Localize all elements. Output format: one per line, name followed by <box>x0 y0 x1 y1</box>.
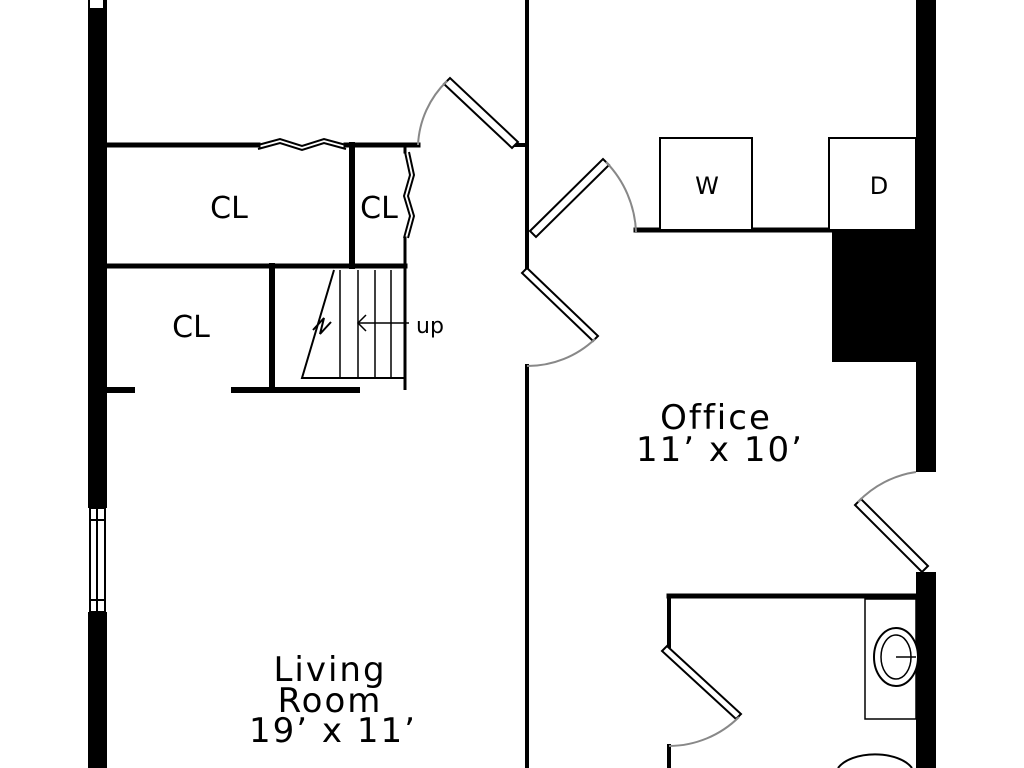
left-exterior-wall-bottom <box>88 612 107 768</box>
bath-door <box>660 644 743 747</box>
left-exterior-wall-top <box>88 0 107 508</box>
label-living-name: Living <box>273 650 386 690</box>
swing-doors <box>417 76 930 747</box>
bifold-door-small-closet-inner <box>406 151 416 239</box>
label-office-size: 11’ x 10’ <box>636 430 804 470</box>
stair-arrow-head <box>356 314 367 332</box>
bifold-door-top-closet-inner <box>257 141 347 152</box>
label-closet-top-small: CL <box>360 191 398 226</box>
bifold-door-top-closet <box>257 137 347 148</box>
right-exterior-wall-bottom <box>916 572 936 768</box>
stair-stringer <box>300 269 405 379</box>
left-window <box>89 507 106 613</box>
labels: CL CL CL W D up Office 11’ x 10’ Living … <box>172 172 888 751</box>
left-top-corner-stub <box>90 0 103 8</box>
label-dryer: D <box>870 172 888 200</box>
label-stairs-up: up <box>416 314 444 339</box>
bifold-door-small-closet <box>402 151 412 239</box>
chimney-block <box>832 228 918 362</box>
interior-walls <box>104 0 919 768</box>
hall-door-top <box>417 76 520 150</box>
office-door-upper <box>528 157 637 239</box>
laundry-appliances <box>659 137 917 231</box>
label-closet-top-left: CL <box>210 191 248 226</box>
dryer-box <box>828 137 917 231</box>
exterior-walls <box>88 0 936 768</box>
washer-box <box>659 137 753 231</box>
office-right-door <box>853 471 930 574</box>
office-door-lower <box>520 266 600 368</box>
stair-outline <box>272 266 405 390</box>
right-exterior-wall-top <box>916 0 936 472</box>
label-office-name: Office <box>660 398 772 438</box>
stair-break-mark <box>312 317 332 335</box>
label-closet-mid-left: CL <box>172 310 210 345</box>
bath-fixtures <box>837 598 919 768</box>
bifold-doors <box>257 137 416 239</box>
toilet-edge <box>837 753 913 768</box>
label-living-room: Room <box>278 681 383 721</box>
label-washer: W <box>695 172 719 200</box>
label-living-size: 19’ x 11’ <box>249 711 417 751</box>
stairs <box>272 266 409 390</box>
